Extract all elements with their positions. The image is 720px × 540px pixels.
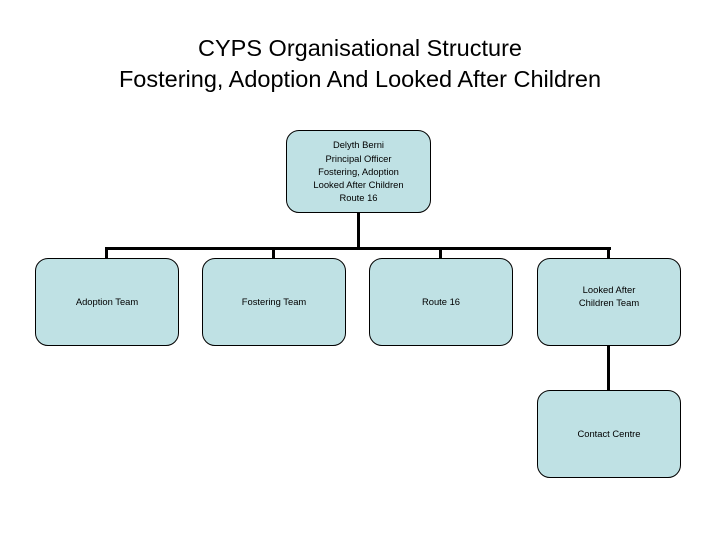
org-node-principal-officer-label: Delyth Berni Principal Officer Fostering… (287, 138, 430, 204)
org-node-line: Route 16 (421, 296, 461, 308)
org-node-line: Fostering, Adoption (318, 165, 399, 177)
org-node-principal-officer[interactable]: Delyth Berni Principal Officer Fostering… (286, 130, 431, 213)
org-node-fostering-team-label: Fostering Team (203, 295, 345, 308)
org-node-contact-centre[interactable]: Contact Centre (537, 390, 681, 478)
org-node-adoption-team-label: Adoption Team (36, 295, 178, 308)
connector-drop-fostering-team (272, 247, 275, 260)
org-node-line: Adoption Team (75, 296, 139, 308)
page-title-line-2: Fostering, Adoption And Looked After Chi… (118, 66, 602, 92)
org-node-adoption-team[interactable]: Adoption Team (35, 258, 179, 346)
org-node-fostering-team[interactable]: Fostering Team (202, 258, 346, 346)
org-node-contact-centre-label: Contact Centre (538, 427, 680, 440)
org-node-line: Delyth Berni (332, 139, 385, 151)
connector-drop-looked-after-children-team (607, 247, 610, 260)
connector-looked-after-children-team-to-contact-centre (607, 345, 610, 392)
org-node-line: Looked After Children (313, 179, 404, 191)
org-node-route-16-label: Route 16 (370, 295, 512, 308)
org-node-route-16[interactable]: Route 16 (369, 258, 513, 346)
org-node-line: Route 16 (339, 192, 378, 204)
org-node-looked-after-children-team[interactable]: Looked After Children Team (537, 258, 681, 346)
connector-horizontal-bus (105, 247, 611, 250)
connector-root-stem (357, 212, 360, 250)
connector-drop-route-16 (439, 247, 442, 260)
page-title-line-1: CYPS Organisational Structure (198, 35, 522, 61)
org-node-line: Fostering Team (241, 296, 307, 308)
page-title: CYPS Organisational Structure Fostering,… (0, 33, 720, 95)
org-node-line: Children Team (578, 297, 640, 308)
org-node-looked-after-children-team-label: Looked After Children Team (538, 283, 680, 309)
org-node-line: Principal Officer (325, 152, 392, 164)
org-node-line: Looked After (582, 283, 636, 295)
org-node-line: Contact Centre (577, 428, 641, 440)
connector-drop-adoption-team (105, 247, 108, 260)
